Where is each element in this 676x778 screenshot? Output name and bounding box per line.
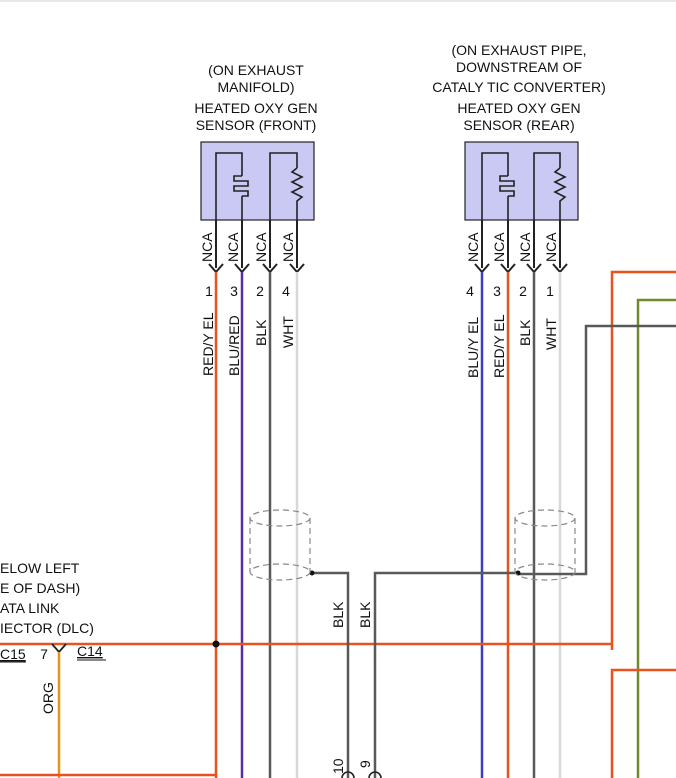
front-nca-2: NCA (225, 232, 241, 262)
front-sensor-box (200, 141, 315, 221)
front-pin-number: 3 (230, 283, 238, 299)
dlc-pin-number: 7 (40, 646, 48, 662)
shield-front (249, 509, 311, 581)
rear-nca-4: NCA (543, 232, 559, 262)
rear-location-line2: DOWNSTREAM OF (456, 59, 582, 75)
rear-sensor-name-line1: HEATED OXY GEN (457, 100, 580, 116)
ground-pin-number: 9 (357, 760, 373, 768)
wire-label-ground: BLK (330, 601, 346, 628)
wire-label-front: WHT (280, 316, 296, 348)
front-nca-1: NCA (199, 232, 215, 262)
wire-label-front: BLK (253, 319, 269, 346)
rear-location-line1: (ON EXHAUST PIPE, (451, 42, 586, 58)
wire-label-ground: BLK (357, 601, 373, 628)
rear-sensor-name-line2: SENSOR (REAR) (463, 117, 574, 133)
rear-pin-number: 1 (546, 283, 554, 299)
dlc-label-line3: ATA LINK (0, 600, 60, 616)
shield-drain-dot-left (309, 570, 315, 576)
rear-sensor-box (464, 141, 579, 221)
front-nca-3: NCA (253, 232, 269, 262)
dlc-label-line2: E OF DASH) (0, 580, 80, 596)
dlc-connector-left: C15 (0, 646, 26, 662)
front-pin-number: 1 (205, 283, 213, 299)
front-pin-number: 4 (282, 283, 290, 299)
wire-label-front: BLU/RED (226, 315, 242, 376)
wire-right-red-lower (610, 668, 676, 778)
dlc-label-line1: ELOW LEFT (0, 560, 80, 576)
front-pin-number: 2 (256, 283, 264, 299)
wire-ground-left (312, 571, 350, 778)
front-location-line2: MANIFOLD) (218, 79, 295, 95)
front-location-line1: (ON EXHAUST (208, 62, 304, 78)
dlc-label-line4: IECTOR (DLC) (0, 620, 94, 636)
rear-pin-number: 3 (493, 283, 501, 299)
wire-ground-right (373, 571, 518, 778)
wire-label-rear: BLU/Y EL (465, 317, 481, 378)
wire-right-red (610, 270, 676, 650)
rear-nca-3: NCA (517, 232, 533, 262)
wire-label-rear: BLK (517, 319, 533, 346)
wire-label-dlc: ORG (40, 682, 56, 714)
ground-pin-symbol (368, 771, 382, 778)
wire-label-front: RED/Y EL (200, 312, 216, 376)
shield-rear (514, 509, 576, 581)
ground-pin-number: 10 (330, 758, 346, 774)
ground-pin-symbol (341, 771, 355, 778)
wire-right-green (636, 298, 676, 778)
rear-location-line3: CATALY TIC CONVERTER) (432, 79, 605, 95)
wire-right-blk (518, 324, 676, 576)
splice-dot (212, 640, 220, 648)
rear-pin-number: 4 (466, 283, 474, 299)
wire-label-rear: RED/Y EL (491, 314, 507, 378)
front-nca-4: NCA (280, 232, 296, 262)
rear-nca-1: NCA (465, 232, 481, 262)
front-sensor-name-line1: HEATED OXY GEN (194, 100, 317, 116)
dlc-connector-right: C14 (77, 643, 103, 659)
front-sensor-name-line2: SENSOR (FRONT) (196, 117, 317, 133)
rear-pin-number: 2 (519, 283, 527, 299)
front-pin-stubs (208, 220, 305, 274)
wire-label-rear: WHT (543, 318, 559, 350)
rear-nca-2: NCA (491, 232, 507, 262)
